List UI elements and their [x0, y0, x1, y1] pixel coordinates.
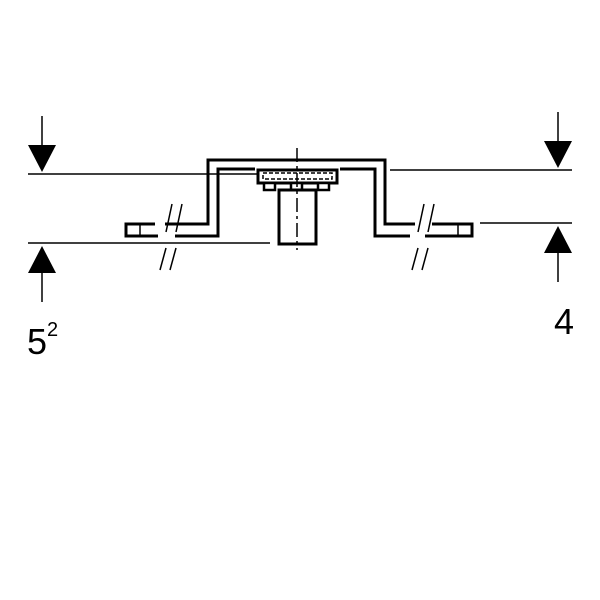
left-dimension-label: 52 — [27, 320, 58, 362]
right-dimension-label: 4 — [554, 301, 575, 342]
dimension-lines — [28, 112, 572, 302]
arrow-up-icon — [28, 246, 56, 273]
arrow-down-icon — [544, 141, 572, 168]
arrows — [28, 141, 572, 273]
break-marks — [159, 203, 435, 271]
arrow-down-icon — [28, 145, 56, 172]
left-dimension-value: 5 — [27, 321, 48, 362]
arrow-up-icon — [544, 226, 572, 253]
left-dimension-superscript: 2 — [47, 319, 59, 341]
